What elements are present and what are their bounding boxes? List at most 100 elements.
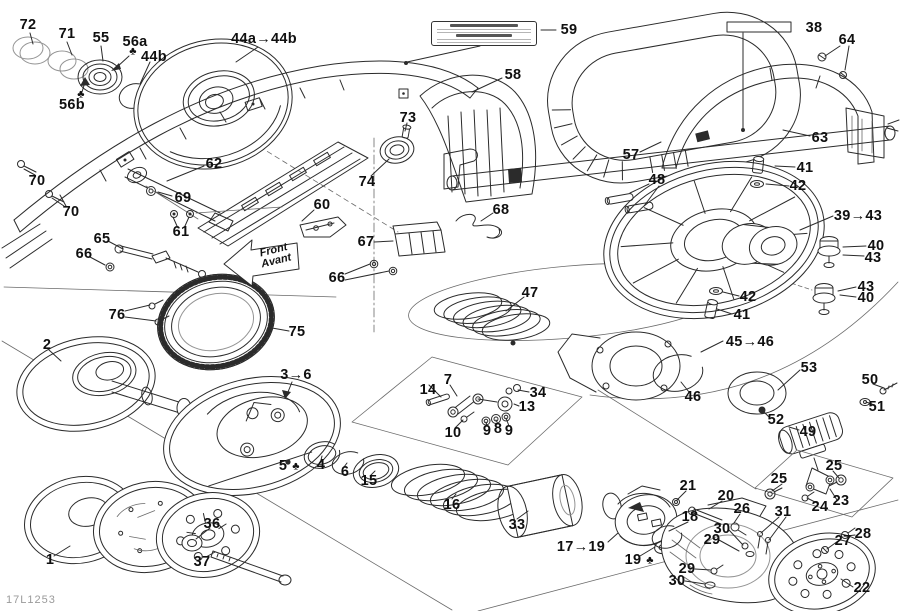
part-label-5: 5 — [278, 457, 288, 474]
decal-header-bar — [456, 34, 512, 37]
governor-cup — [602, 485, 678, 555]
part-label-25: 25 — [825, 457, 843, 474]
inset-detail-box — [351, 356, 583, 466]
part-label-67: 67 — [357, 233, 375, 250]
drawing-code: 17L1253 — [6, 594, 56, 606]
part-label-70: 70 — [28, 172, 46, 189]
part-label-16: 16 — [443, 496, 461, 513]
drive-belt — [547, 11, 801, 184]
part-label-51: 51 — [868, 398, 886, 415]
part-label-4: 4 — [316, 456, 326, 473]
part-label-26: 26 — [733, 500, 751, 517]
part-label-7: 7 — [443, 371, 453, 388]
part-label-55: 55 — [92, 29, 110, 46]
part-label-42: 42 — [739, 288, 757, 305]
bearing-housing-group — [557, 331, 898, 459]
part-label-24: 24 — [811, 498, 829, 515]
part-label-15: 15 — [360, 472, 378, 489]
part-label-22: 22 — [853, 579, 871, 596]
part-label-69: 69 — [174, 189, 192, 206]
part-label-18: 18 — [681, 508, 699, 525]
part-label-40: 40 — [867, 237, 885, 254]
part-label-45→46: 45→46 — [725, 333, 775, 350]
part-label-73: 73 — [399, 109, 417, 126]
part-label-9: 9 — [482, 422, 492, 439]
part-label-38: 38 — [805, 19, 823, 36]
part-label-8: 8 — [493, 420, 503, 437]
ring-gear — [148, 273, 275, 371]
jackshaft — [443, 125, 896, 191]
part-label-33: 33 — [508, 516, 526, 533]
rubber-mount-bottom — [812, 283, 836, 315]
part-label-31: 31 — [774, 503, 792, 520]
pulley-half-44a — [133, 38, 293, 170]
part-label-37: 37 — [193, 553, 211, 570]
part-label-6: 6 — [340, 463, 350, 480]
lever-and-bracket-cluster — [17, 124, 446, 278]
part-label-49: 49 — [799, 423, 817, 440]
part-label-♣: ♣ — [646, 554, 654, 567]
part-label-57: 57 — [622, 146, 640, 163]
part-label-46: 46 — [684, 388, 702, 405]
part-label-43: 43 — [864, 249, 882, 266]
front-arrow-shape — [223, 239, 300, 287]
rubber-mount-top — [817, 236, 841, 268]
part-label-3→6: 3→6 — [280, 366, 312, 383]
part-label-52: 52 — [767, 411, 785, 428]
belt-guard-right — [661, 21, 900, 169]
part-label-17→19: 17→19 — [556, 538, 606, 555]
part-label-25: 25 — [770, 470, 788, 487]
clutch-assembly — [23, 475, 292, 586]
part-label-65: 65 — [93, 230, 111, 247]
primary-clutch-parts — [16, 336, 678, 555]
part-label-9: 9 — [504, 422, 514, 439]
part-label-64: 64 — [838, 31, 856, 48]
secondary-pulley — [603, 160, 825, 320]
part-label-19: 19 — [624, 551, 642, 568]
part-label-56a: 56a — [122, 33, 148, 50]
part-label-66: 66 — [328, 269, 346, 286]
part-label-40: 40 — [857, 289, 875, 306]
part-label-62: 62 — [205, 155, 223, 172]
spring-47 — [433, 292, 551, 346]
part-label-71: 71 — [58, 25, 76, 42]
part-label-29: 29 — [703, 531, 721, 548]
part-label-1: 1 — [45, 551, 55, 568]
clip-wire — [455, 213, 502, 239]
leader-lines — [23, 29, 885, 588]
part-label-29: 29 — [678, 560, 696, 577]
part-label-2: 2 — [42, 336, 52, 353]
part-label-53: 53 — [800, 359, 818, 376]
part-label-27: 27 — [834, 532, 852, 549]
part-label-34: 34 — [529, 384, 547, 401]
part-label-28: 28 — [854, 525, 872, 542]
fasteners-and-mounts-right — [604, 155, 841, 319]
part-label-63: 63 — [811, 129, 829, 146]
part-label-48: 48 — [648, 171, 666, 188]
part-label-72: 72 — [19, 16, 37, 33]
part-label-13: 13 — [518, 398, 536, 415]
chassis-bracket — [1, 141, 369, 269]
part-label-20: 20 — [717, 487, 735, 504]
brake-assembly — [651, 449, 894, 611]
part-label-♣: ♣ — [292, 460, 300, 473]
part-label-47: 47 — [521, 284, 539, 301]
part-label-♣: ♣ — [129, 45, 137, 58]
part-label-61: 61 — [172, 223, 190, 240]
warning-decal — [431, 21, 537, 46]
part-label-21: 21 — [679, 477, 697, 494]
part-label-43: 43 — [857, 278, 875, 295]
part-label-58: 58 — [504, 66, 522, 83]
part-label-41: 41 — [733, 306, 751, 323]
part-label-75: 75 — [288, 323, 306, 340]
part-label-30: 30 — [713, 520, 731, 537]
part-label-59: 59 — [560, 21, 578, 38]
part-label-30: 30 — [668, 572, 686, 589]
part-label-66: 66 — [75, 245, 93, 262]
part-label-56b: 56b — [59, 96, 85, 113]
part-label-44b: 44b — [141, 48, 167, 65]
part-label-39→43: 39→43 — [833, 207, 883, 224]
part-label-50: 50 — [861, 371, 879, 388]
